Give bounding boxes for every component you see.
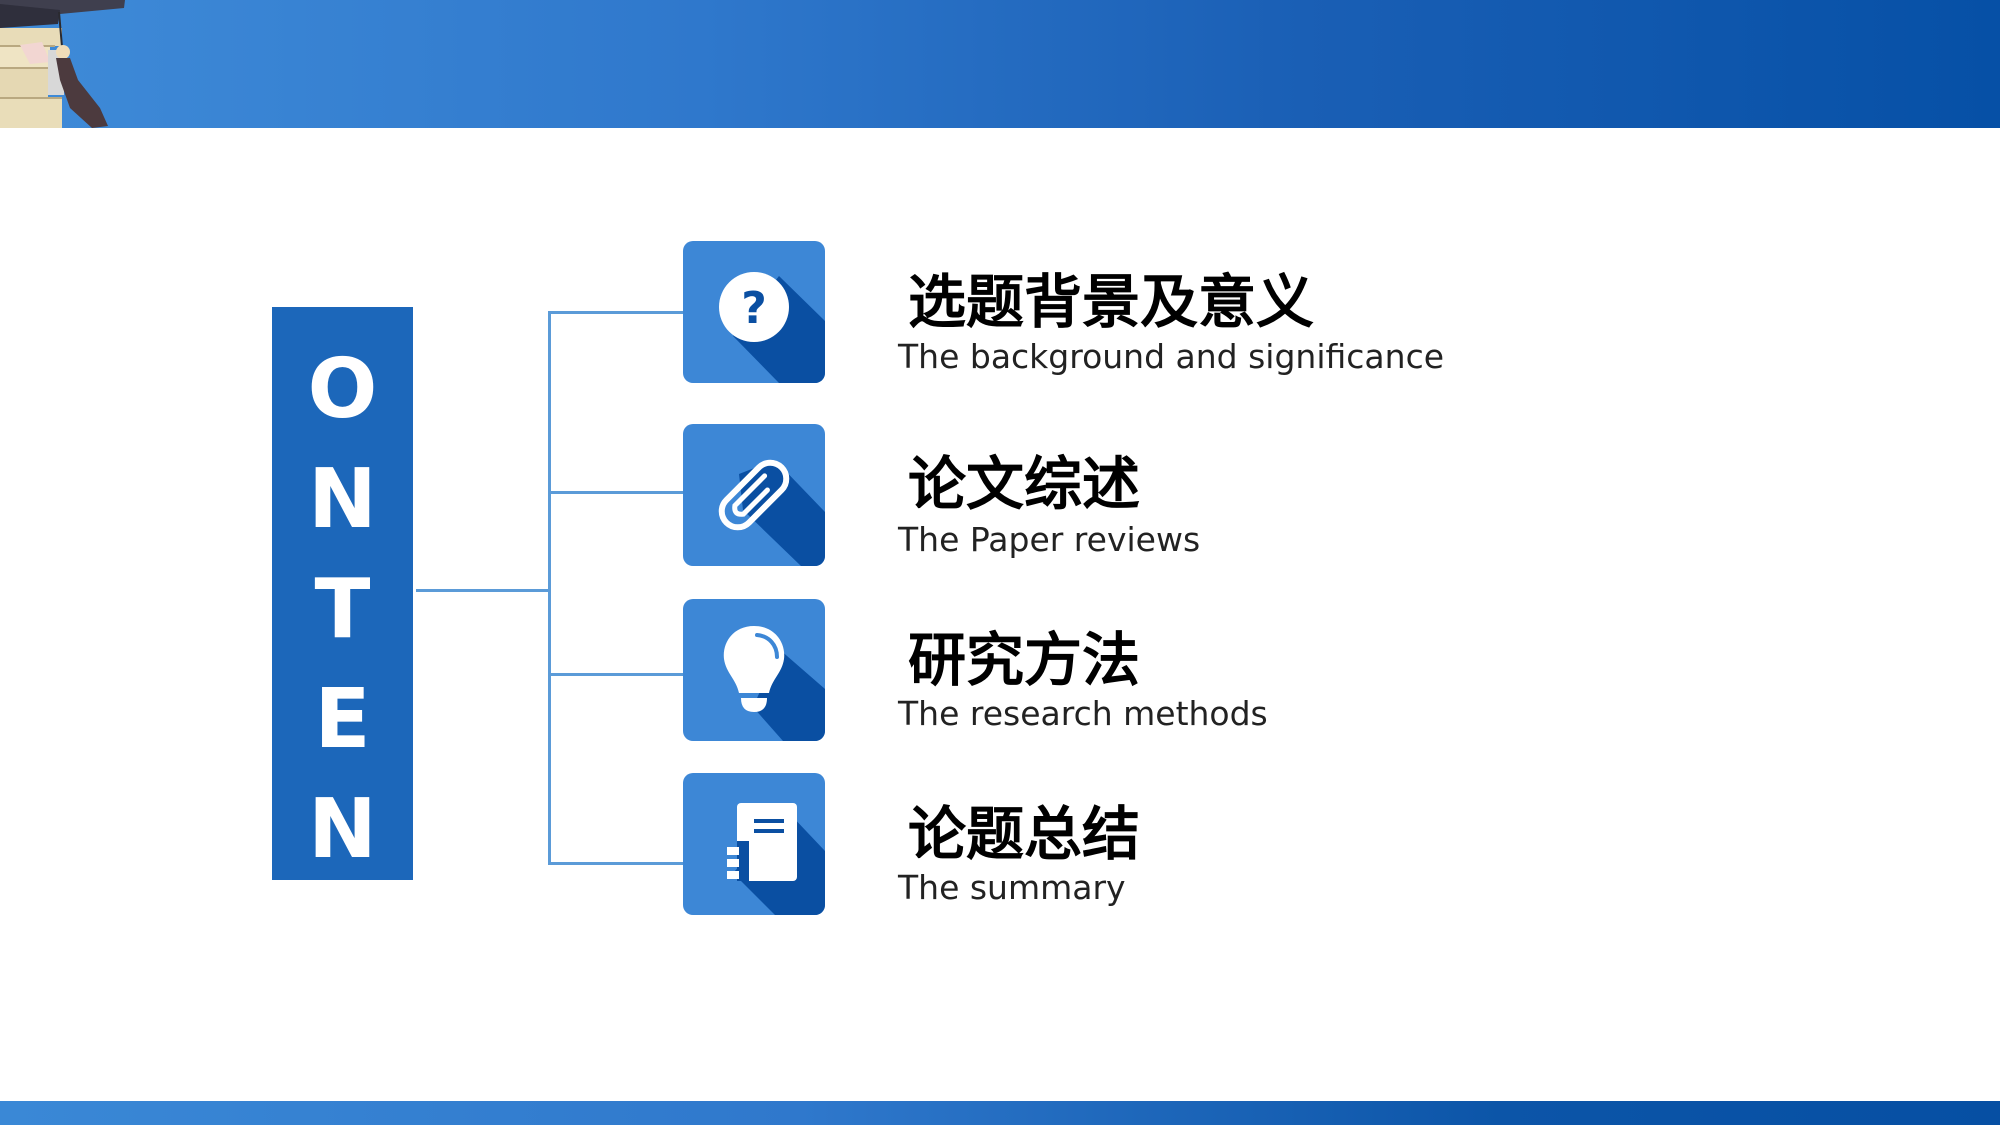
item-2-icon-tile[interactable] [683, 424, 825, 566]
graduation-cap-and-books-icon [0, 0, 125, 128]
contents-letter: N [308, 782, 377, 877]
item-4-title: 论题总结 [908, 800, 1141, 868]
item-3-title: 研究方法 [908, 626, 1141, 694]
item-4-subtitle: The summary [898, 868, 1126, 907]
item-1-icon-tile[interactable]: ? [683, 241, 825, 383]
connector-branch-4 [548, 862, 683, 865]
item-3-icon-tile[interactable] [683, 599, 825, 741]
connector-main [416, 589, 551, 592]
question-mark-icon: ? [719, 272, 825, 383]
item-2-title: 论文综述 [908, 450, 1141, 518]
contents-letter: N [308, 452, 377, 547]
connector-branch-2 [548, 491, 683, 494]
connector-branch-3 [548, 673, 683, 676]
contents-letter: T [314, 562, 371, 657]
header-band [0, 0, 2000, 128]
svg-text:?: ? [741, 283, 767, 334]
item-4-icon-tile[interactable] [683, 773, 825, 915]
paperclip-icon [718, 459, 825, 566]
footer-band [0, 1101, 2000, 1125]
contents-vertical-label: O N T E N [272, 307, 413, 880]
contents-letter: O [307, 342, 378, 437]
lightbulb-icon [723, 626, 825, 741]
item-1-subtitle: The background and significance [898, 337, 1445, 376]
item-3-subtitle: The research methods [898, 694, 1268, 733]
item-1-title: 选题背景及意义 [908, 268, 1315, 336]
contents-letter: E [314, 672, 371, 767]
connector-trunk [548, 311, 551, 865]
item-2-subtitle: The Paper reviews [898, 520, 1201, 559]
connector-branch-1 [548, 311, 683, 314]
notebook-icon [727, 803, 825, 915]
